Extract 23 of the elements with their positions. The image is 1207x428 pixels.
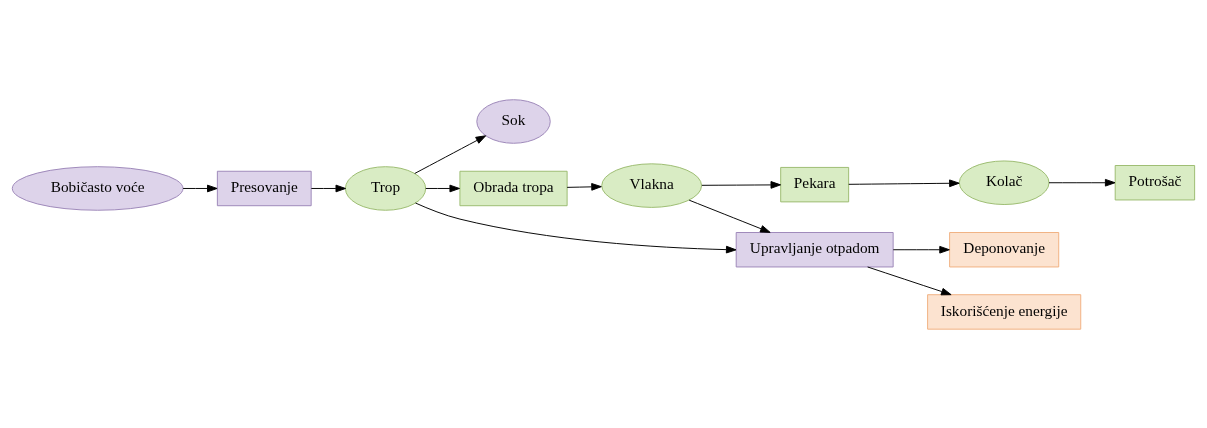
node-ellipse: Bobičasto voće [11,165,184,211]
node-box: Obrada tropa [459,170,568,206]
node-box: Presovanje [216,170,312,206]
arrow [566,182,602,191]
arrow [701,180,782,189]
arrow [182,184,218,192]
arrow [425,184,460,192]
node-box: Pekara [780,166,850,202]
arrow [848,178,960,187]
arrow [867,266,952,295]
arrow [310,184,347,192]
arrow [688,199,771,233]
arrow [892,245,950,254]
node-box: Upravljanje otpadom [735,231,894,267]
node-box: Deponovanje [949,231,1060,267]
node-ellipse: Vlakna [601,162,703,208]
arrow [1048,178,1116,187]
node-ellipse: Kolač [958,160,1050,205]
arrow [414,134,487,174]
node-box: Iskorišćenje energije [927,293,1082,330]
node-ellipse: Trop [344,165,427,211]
arrow [414,202,737,253]
node-box: Potrošač [1114,164,1196,200]
